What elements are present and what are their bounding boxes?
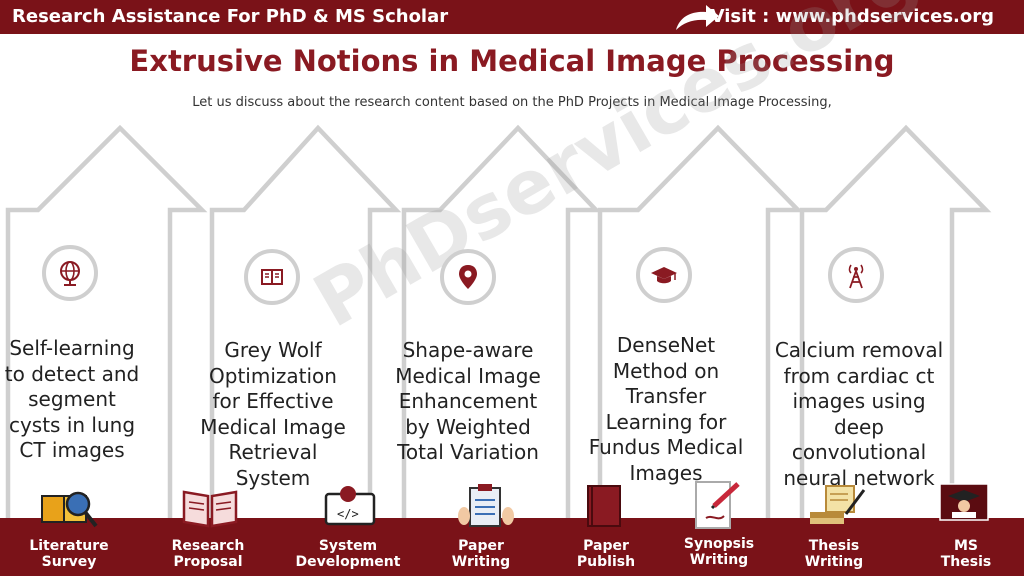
nav-synopsis-writing[interactable]: Synopsis Writing [683,536,755,568]
page-subtitle: Let us discuss about the research conten… [192,95,832,110]
book-icon [261,269,283,285]
curved-arrow-icon [676,5,719,30]
card-1-text: Self-learning to detect and segment cyst… [4,336,140,462]
map-pin-icon-circle [440,249,496,305]
magnifier-book-icon [41,491,98,528]
arrow-outline-5 [799,124,992,518]
pen-paper-icon [695,481,740,529]
scroll-pen-icon [810,485,866,524]
nav-ms-thesis[interactable]: MS Thesis [940,538,992,570]
graduate-laptop-icon [939,483,989,521]
graduation-cap-icon [651,267,677,284]
monitor-code-icon: </> [324,486,376,526]
arrow-outline-3 [401,124,602,518]
book-icon-circle [244,249,300,305]
page-title: Extrusive Notions in Medical Image Proce… [129,44,895,78]
arrow-outline-2 [209,124,402,518]
globe-icon [60,261,80,286]
antenna-tower-icon [848,264,864,289]
svg-text:</>: </> [337,507,359,521]
antenna-tower-icon-circle [828,247,884,303]
card-2-text: Grey Wolf Optimization for Effective Med… [200,338,346,490]
website-link[interactable]: Visit : www.phdservices.org [710,6,994,27]
globe-icon-circle [42,245,98,301]
nav-paper-writing[interactable]: Paper Writing [451,538,511,570]
nav-thesis-writing[interactable]: Thesis Writing [804,538,864,570]
open-book-icon [182,490,238,528]
nav-paper-publish[interactable]: Paper Publish [576,538,636,570]
nav-literature-survey[interactable]: Literature Survey [29,538,109,570]
red-book-icon [587,485,621,527]
arrow-outline-1 [5,124,208,518]
arrow-outline-4 [597,124,804,518]
card-3-text: Shape-aware Medical Image Enhancement by… [395,338,541,464]
card-4-text: DenseNet Method on Transfer Learning for… [588,333,744,485]
header-tagline: Research Assistance For PhD & MS Scholar [12,6,449,27]
graduation-cap-icon-circle [636,247,692,303]
nav-research-proposal[interactable]: Research Proposal [171,538,245,570]
card-5-text: Calcium removal from cardiac ct images u… [774,338,944,490]
header-bar: Research Assistance For PhD & MS Scholar… [0,0,1024,34]
service-bar [0,518,1024,576]
nav-system-development[interactable]: System Development [295,538,401,570]
clipboard-hands-icon [458,484,514,527]
map-pin-icon [459,265,477,289]
